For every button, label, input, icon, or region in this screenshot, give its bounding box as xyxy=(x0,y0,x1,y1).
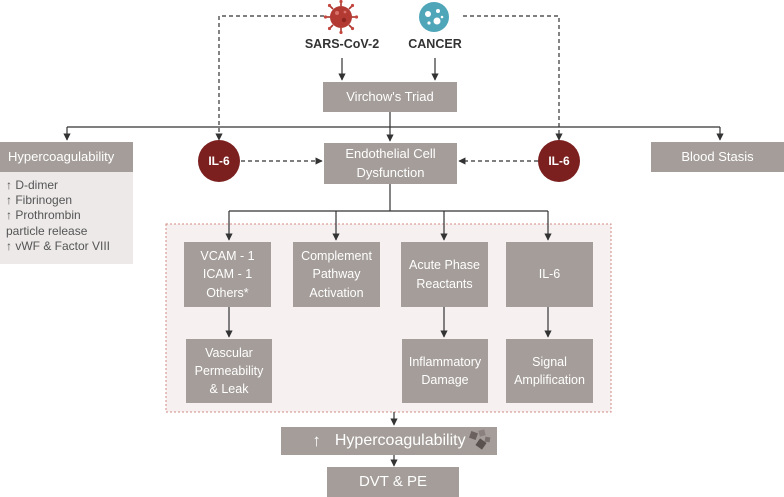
cancer-dashed-line xyxy=(463,15,563,141)
vcam-icam-box: VCAM - 1 ICAM - 1 Others* xyxy=(184,242,271,307)
signal-amplification-box: Signal Amplification xyxy=(506,339,593,403)
virchows-triad-box: Virchow's Triad xyxy=(323,82,457,112)
cancer-label: CANCER xyxy=(408,37,462,51)
vascular-permeability-box: Vascular Permeability & Leak xyxy=(186,339,272,403)
acute-phase-reactants-box: Acute Phase Reactants xyxy=(401,242,488,307)
blood-stasis-box: Blood Stasis xyxy=(651,142,784,172)
hypercoagulability-box: Hypercoagulability xyxy=(0,142,133,172)
marker-prothrombin: ↑ Prothrombin particle release xyxy=(6,208,88,238)
cancer-cell-icon xyxy=(419,2,449,32)
complement-pathway-box: Complement Pathway Activation xyxy=(293,242,380,307)
il6-right-circle: IL-6 xyxy=(538,140,580,182)
il6-mechanism-box: IL-6 xyxy=(506,242,593,307)
increased-hypercoagulability-box: ↑ Hypercoagulability xyxy=(281,427,497,455)
virus-dashed-line xyxy=(215,15,324,141)
marker-d-dimer: ↑ D-dimer xyxy=(6,178,59,192)
coronavirus-icon xyxy=(323,0,359,34)
platelet-cluster-icon xyxy=(469,429,491,450)
il6-left-circle: IL-6 xyxy=(198,140,240,182)
dvt-pe-box: DVT & PE xyxy=(327,467,459,497)
sars-cov-2-label: SARS-CoV-2 xyxy=(304,37,380,51)
hypercoagulability-markers: ↑ D-dimer ↑ Fibrinogen ↑ Prothrombin par… xyxy=(0,172,133,264)
inflammatory-damage-box: Inflammatory Damage xyxy=(402,339,488,403)
marker-vwf: ↑ vWF & Factor VIII xyxy=(6,238,111,253)
endothelial-dysfunction-box: Endothelial Cell Dysfunction xyxy=(324,143,457,184)
marker-fibrinogen: ↑ Fibrinogen xyxy=(6,193,73,208)
up-arrow-icon: ↑ xyxy=(312,430,321,450)
